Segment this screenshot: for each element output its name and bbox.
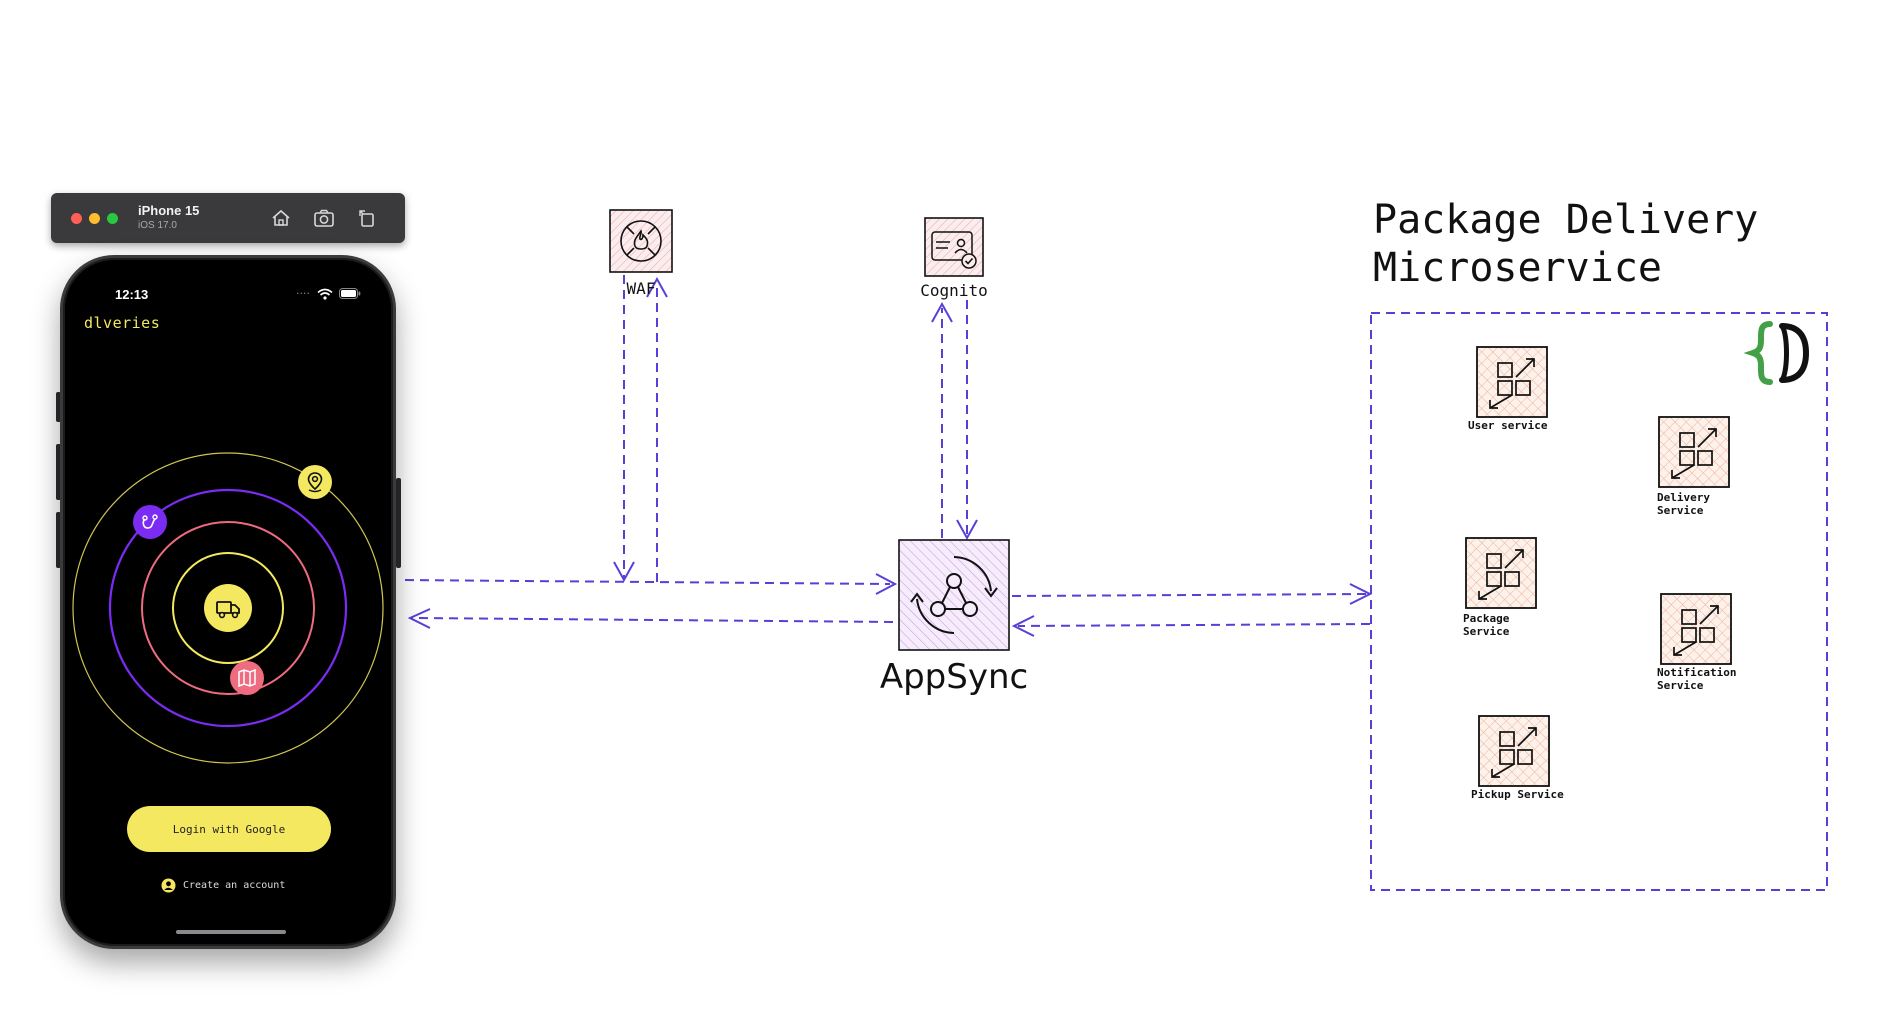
microservice-icon: [1465, 537, 1537, 609]
package-service-label: Package Service: [1463, 612, 1509, 638]
create-account-label: Create an account: [183, 879, 286, 891]
cognito-node[interactable]: [924, 217, 984, 277]
appsync-node[interactable]: [898, 539, 1010, 651]
delivery-service-label: Delivery Service: [1657, 491, 1710, 517]
delivery-service-label-line1: Delivery: [1657, 491, 1710, 504]
login-button-label: Login with Google: [172, 822, 286, 836]
volume-up-button: [56, 444, 61, 500]
package-service-node[interactable]: [1465, 537, 1537, 609]
battery-icon: [339, 288, 361, 299]
home-icon[interactable]: [270, 207, 292, 229]
close-window-button[interactable]: [71, 213, 82, 224]
identity-card-icon: [931, 231, 973, 261]
arrowhead-waf-up: [646, 276, 668, 298]
delivery-truck-button[interactable]: [204, 584, 252, 632]
microservice-icon: [1476, 346, 1548, 418]
waf-label: WAF: [626, 279, 656, 298]
notification-service-label: Notification Service: [1657, 666, 1736, 692]
microservice-title-line1: Package Delivery: [1373, 197, 1759, 243]
volume-down-button: [56, 512, 61, 568]
route-button[interactable]: [133, 505, 167, 539]
iphone-frame: 12:13 .... dlveries: [60, 255, 396, 949]
notification-service-label-line1: Notification: [1657, 666, 1737, 679]
zoom-window-button[interactable]: [107, 213, 118, 224]
minimize-window-button[interactable]: [89, 213, 100, 224]
notification-service-node[interactable]: [1660, 593, 1732, 665]
delivery-service-node[interactable]: [1658, 416, 1730, 488]
check-badge-icon: [961, 253, 977, 269]
location-pin-icon: [307, 472, 323, 493]
arrowhead-appsync-right: [1011, 615, 1035, 637]
rotate-icon[interactable]: [356, 207, 378, 229]
screenshot-icon[interactable]: [313, 207, 335, 229]
appsync-label: AppSync: [879, 657, 1029, 697]
connector-microservice-to-appsync: [1017, 623, 1371, 627]
connector-phone-to-appsync: [404, 579, 891, 585]
pickup-service-node[interactable]: [1478, 715, 1550, 787]
microservice-icon: [1478, 715, 1550, 787]
user-service-node[interactable]: [1476, 346, 1548, 418]
braces-logo-icon: [1743, 321, 1810, 385]
notification-service-label-line2: Service: [1657, 679, 1704, 692]
firewall-icon: [620, 220, 662, 262]
arrowhead-cognito-up: [931, 301, 953, 323]
appsync-icon: [910, 556, 998, 634]
microservice-title-line2: Microservice: [1373, 245, 1662, 291]
arrowhead-appsync-left: [875, 573, 898, 595]
pickup-service-label: Pickup Service: [1471, 788, 1564, 801]
action-button: [56, 392, 61, 422]
wifi-icon: [317, 288, 333, 300]
home-indicator: [176, 930, 286, 934]
arrowhead-cognito-down: [956, 519, 978, 541]
microservice-title: Package Delivery Microservice: [1373, 196, 1758, 292]
package-service-label-line1: Package: [1463, 612, 1510, 625]
location-pin-button[interactable]: [298, 465, 332, 499]
device-name: iPhone 15: [138, 203, 200, 218]
connector-appsync-to-phone: [411, 617, 894, 623]
delivery-service-label-line2: Service: [1657, 504, 1704, 517]
signal-dots: ....: [296, 284, 310, 297]
microservice-icon: [1658, 416, 1730, 488]
microservice-boundary: [1370, 312, 1828, 891]
power-button: [396, 478, 401, 568]
create-account-link[interactable]: Create an account: [161, 876, 285, 894]
map-button[interactable]: [230, 661, 264, 695]
app-title: dlveries: [84, 314, 161, 332]
cognito-label: Cognito: [920, 281, 988, 300]
waf-node[interactable]: [609, 209, 673, 273]
map-icon: [238, 668, 256, 688]
orbit-graphic: [72, 452, 384, 764]
route-icon: [142, 514, 158, 529]
simulator-toolbar: iPhone 15 iOS 17.0: [51, 193, 405, 243]
user-circle-icon: [161, 878, 176, 892]
package-service-label-line2: Service: [1463, 625, 1510, 638]
truck-icon: [216, 601, 240, 619]
user-service-label: User service: [1468, 419, 1548, 432]
microservice-icon: [1660, 593, 1732, 665]
connector-appsync-to-microservice: [1011, 593, 1369, 597]
arrowhead-phone: [407, 608, 431, 629]
login-with-google-button[interactable]: Login with Google: [127, 806, 331, 852]
arrowhead-waf-down: [613, 561, 635, 583]
status-time: 12:13: [115, 287, 149, 302]
os-version: iOS 17.0: [138, 220, 177, 231]
arrowhead-microservice: [1349, 583, 1373, 605]
